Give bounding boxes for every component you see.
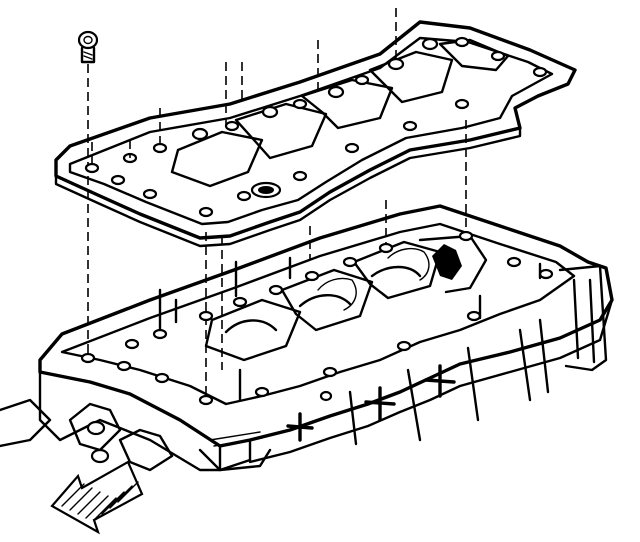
timing-mechanism xyxy=(432,244,462,280)
side-ribs xyxy=(286,318,550,446)
block-deck-outline xyxy=(38,204,614,448)
crank-bay-1 xyxy=(204,298,302,362)
plate-bay-3 xyxy=(300,78,394,130)
engine-block xyxy=(0,204,614,472)
plate-bay-1 xyxy=(170,130,264,188)
bolt-icon xyxy=(77,30,99,64)
crank-bay-2 xyxy=(280,268,374,332)
front-direction-arrow-icon xyxy=(50,460,144,535)
plate-oil-port xyxy=(250,181,282,199)
plate-bay-2 xyxy=(234,102,328,160)
deck-bolts xyxy=(158,256,542,402)
plate-bolt-bosses xyxy=(84,36,548,218)
plate-bay-4 xyxy=(368,50,454,104)
plate-outline xyxy=(54,20,577,240)
block-bolt-bosses xyxy=(80,230,554,406)
crank-bay-3 xyxy=(352,240,442,300)
upper-plate xyxy=(54,20,577,248)
